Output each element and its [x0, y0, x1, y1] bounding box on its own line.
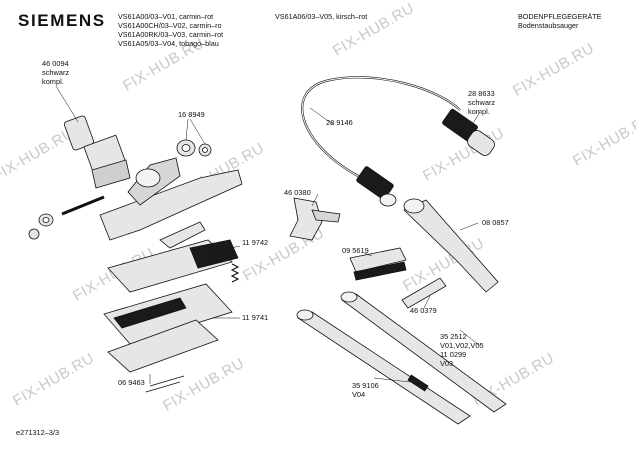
part-label-080857: 08 0857	[482, 218, 509, 227]
part-label-119742: 11 9742	[242, 238, 269, 247]
upper-sole-part	[107, 239, 239, 293]
category-subtitle: Bodenstaubsauger	[518, 21, 579, 30]
part-label-289146: 28 9146	[326, 118, 353, 127]
upholstery-nozzle-part	[289, 197, 341, 241]
floor-nozzle-housing-part	[99, 157, 243, 241]
model-extra: VS61A06/03–V05, kirsch–rot	[275, 12, 368, 21]
part-label-359106: 35 9106 V04	[352, 381, 379, 399]
hose-fitting-lower	[356, 166, 397, 207]
extension-tube-outer	[340, 291, 507, 413]
brand-logo: SIEMENS	[18, 11, 106, 30]
crevice-nozzle-part	[401, 277, 447, 309]
part-label-168949: 16 8949	[178, 110, 205, 119]
category-title: BODENPFLEGEGERÄTE	[518, 12, 602, 21]
extension-tube-inner	[296, 309, 471, 425]
part-label-288633: 28 8633 schwarz kompl.	[468, 89, 496, 116]
curved-tube-part	[403, 198, 499, 293]
category-block: BODENPFLEGEGERÄTE Bodenstaubsauger	[518, 12, 601, 30]
swivel-connector-part	[63, 115, 131, 189]
part-label-119741: 11 9741	[242, 313, 269, 322]
part-label-460379: 46 0379	[410, 306, 437, 315]
wheel-part	[176, 139, 212, 157]
handle-fitting-part	[442, 108, 495, 156]
base-plate-part	[107, 319, 219, 393]
part-label-352512: 35 2512 V01,V02,V05 11 0299 V03	[440, 332, 484, 368]
part-label-095619: 09 5619	[342, 246, 369, 255]
lever-part	[159, 221, 206, 249]
axle-part	[28, 195, 105, 240]
drawing-reference: e271312–3/3	[16, 428, 60, 437]
model-line: VS61A05/03–V04, tobago–blau	[118, 39, 219, 48]
dusting-brush-part	[349, 247, 407, 281]
lower-sole-part	[103, 283, 233, 345]
part-label-460380: 46 0380	[284, 188, 311, 197]
model-line: VS61A00RK/03–V03, carmin–rot	[118, 30, 224, 39]
leader-lines	[55, 85, 481, 384]
model-line: VS61A00/03–V01, carmin–rot	[118, 12, 214, 21]
hose-part	[301, 76, 461, 184]
part-label-069463: 06 9463	[118, 378, 145, 387]
part-label-460094: 46 0094 schwarz kompl.	[42, 59, 70, 86]
model-line: VS61A00CH/03–V02, carmin–ro	[118, 21, 222, 30]
model-list: VS61A00/03–V01, carmin–rot VS61A00CH/03–…	[118, 12, 223, 48]
